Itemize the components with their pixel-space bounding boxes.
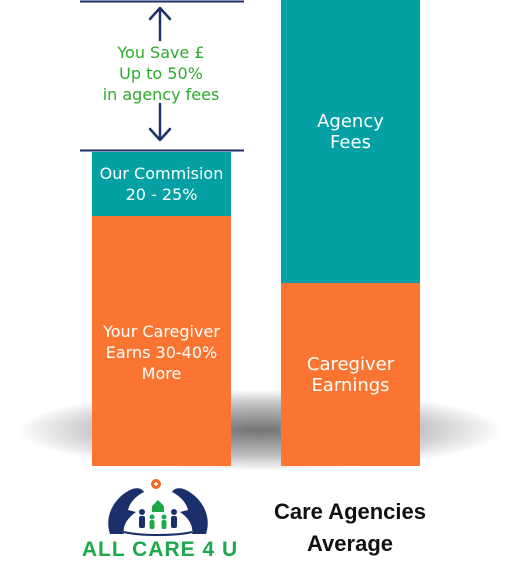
caregiver-line-2: Earns 30-40%	[105, 342, 218, 362]
care-agencies-caption: Care Agencies Average	[262, 496, 438, 560]
caregiver-earnings-segment: Caregiver Earnings	[281, 283, 420, 466]
savings-line-1: You Save £	[117, 43, 205, 62]
your-caregiver-segment: Your Caregiver Earns 30-40% More	[92, 216, 231, 466]
caring-hands-family-icon	[108, 479, 208, 536]
earnings-line-1: Caregiver	[306, 353, 395, 375]
brand-name: ALL CARE 4 U	[81, 538, 239, 561]
commission-line-1: Our Commision	[99, 164, 224, 183]
arrow-down-icon	[148, 102, 172, 142]
savings-line-2: Up to 50%	[119, 64, 203, 83]
arrow-up-icon	[148, 6, 172, 42]
earnings-line-2: Earnings	[311, 374, 390, 396]
caption-line-2: Average	[306, 531, 393, 556]
savings-text: You Save £ Up to 50% in agency fees	[80, 42, 242, 105]
agency-fees-segment: Agency Fees	[281, 0, 420, 283]
caregiver-line-3: More	[141, 363, 182, 383]
agency-line-1: Agency	[317, 110, 384, 132]
caption-line-1: Care Agencies	[273, 499, 427, 524]
caregiver-line-1: Your Caregiver	[103, 321, 220, 341]
agency-line-2: Fees	[330, 131, 371, 153]
commission-line-2: 20 - 25%	[125, 185, 198, 204]
savings-line-3: in agency fees	[102, 85, 220, 104]
commission-segment: Our Commision 20 - 25%	[92, 152, 231, 216]
